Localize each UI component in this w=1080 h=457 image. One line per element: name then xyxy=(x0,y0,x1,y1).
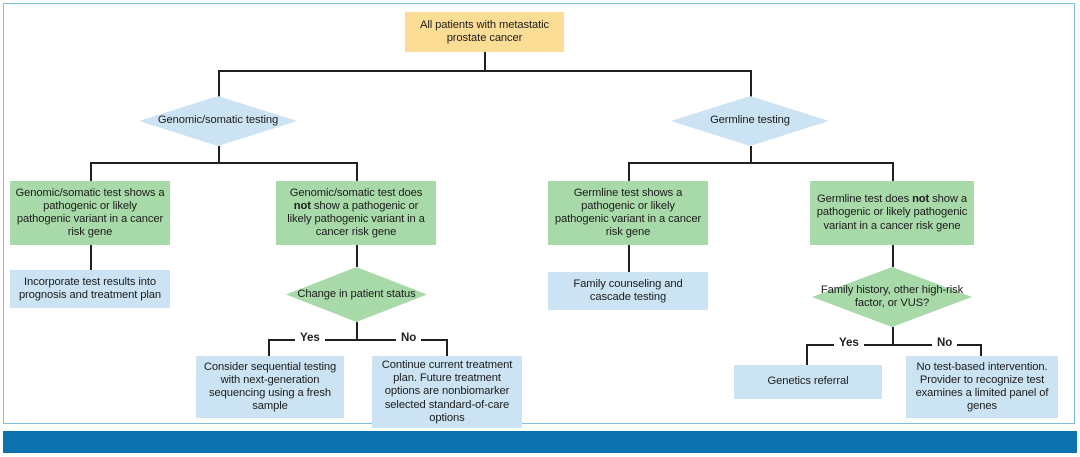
node-sequential-testing: Consider sequential testing with next-ge… xyxy=(196,356,344,418)
connector-change-status-stem xyxy=(356,322,358,340)
node-germline-negative: Germline test does not show a pathogenic… xyxy=(810,181,974,245)
connector-genomic-neg-to-decision xyxy=(356,245,358,267)
node-genomic-positive-label: Genomic/somatic test shows a pathogenic … xyxy=(15,187,165,240)
decision-genomic-somatic-testing: Genomic/somatic testing xyxy=(139,96,297,146)
node-genomic-negative: Genomic/somatic test does not show a pat… xyxy=(276,181,436,245)
node-genetics-referral-label: Genetics referral xyxy=(767,375,849,388)
node-root-label: All patients with metastatic prostate ca… xyxy=(419,18,550,44)
decision-germline-testing-label: Germline testing xyxy=(710,114,790,127)
node-continue-treatment: Continue current treatment plan. Future … xyxy=(372,356,522,428)
connector-germline-pos-drop xyxy=(628,162,630,181)
node-incorporate-test-results: Incorporate test results into prognosis … xyxy=(10,270,170,308)
connector-change-status-no-drop xyxy=(446,339,448,356)
node-no-intervention: No test-based intervention. Provider to … xyxy=(906,356,1058,418)
connector-family-history-yes-drop xyxy=(806,344,808,365)
node-family-counseling: Family counseling and cascade testing xyxy=(548,272,708,310)
node-family-counseling-label: Family counseling and cascade testing xyxy=(573,277,683,303)
decision-family-history-label: Family history, other high-risk factor, … xyxy=(820,283,964,309)
decision-germline-testing: Germline testing xyxy=(671,96,829,146)
decision-change-in-patient-status: Change in patient status xyxy=(286,267,427,322)
connector-genomic-pos-drop xyxy=(90,162,92,181)
text-segment: show a pathogenic or likely pathogenic v… xyxy=(816,193,968,232)
text-segment: Germline test does xyxy=(816,193,913,206)
decision-family-history: Family history, other high-risk factor, … xyxy=(812,267,972,327)
branch-label-no-right: No xyxy=(932,337,958,350)
connector-genomic-stem xyxy=(218,146,220,163)
connector-to-germline-branch xyxy=(750,70,752,103)
connector-germline-pos-to-action xyxy=(628,245,630,272)
node-sequential-testing-label: Consider sequential testing with next-ge… xyxy=(203,360,337,413)
connector-family-history-split xyxy=(806,344,982,346)
connector-change-status-split xyxy=(268,339,448,341)
text-segment-bold: not xyxy=(293,199,311,212)
branch-label-yes-left: Yes xyxy=(295,332,325,345)
node-genomic-positive: Genomic/somatic test shows a pathogenic … xyxy=(10,181,170,245)
connector-germline-neg-drop xyxy=(892,162,894,181)
connector-family-history-stem xyxy=(892,327,894,345)
node-germline-positive: Germline test shows a pathogenic or like… xyxy=(548,181,708,245)
node-incorporate-test-results-label: Incorporate test results into prognosis … xyxy=(18,275,162,301)
decision-genomic-somatic-testing-label: Genomic/somatic testing xyxy=(157,114,279,127)
connector-genomic-pos-to-action xyxy=(90,245,92,270)
connector-germline-neg-to-decision xyxy=(892,245,894,267)
text-segment: Genomic/somatic test does xyxy=(289,186,423,199)
connector-genomic-neg-drop xyxy=(356,162,358,181)
text-segment: Germline test shows a pathogenic or like… xyxy=(554,186,702,239)
footer-bar xyxy=(3,431,1077,453)
connector-family-history-no-drop xyxy=(980,344,982,356)
connector-genomic-split xyxy=(90,162,358,164)
page-border-frame xyxy=(3,3,1075,424)
text-segment: show a pathogenic or likely pathogenic v… xyxy=(287,199,425,239)
text-segment-bold: not xyxy=(912,193,930,206)
connector-root-stem xyxy=(484,52,486,71)
node-genetics-referral: Genetics referral xyxy=(734,365,882,399)
node-germline-negative-label: Germline test does not show a pathogenic… xyxy=(815,193,969,233)
node-no-intervention-label: No test-based intervention. Provider to … xyxy=(915,360,1049,413)
connector-level1-horizontal xyxy=(218,70,752,72)
node-continue-treatment-label: Continue current treatment plan. Future … xyxy=(381,358,513,424)
connector-germline-stem xyxy=(750,146,752,163)
node-genomic-negative-label: Genomic/somatic test does not show a pat… xyxy=(281,187,431,240)
node-root: All patients with metastatic prostate ca… xyxy=(405,12,564,52)
branch-label-yes-right: Yes xyxy=(834,337,864,350)
text-segment: Genomic/somatic test shows a pathogenic … xyxy=(15,186,165,239)
branch-label-no-left: No xyxy=(396,332,422,345)
connector-germline-split xyxy=(628,162,894,164)
connector-change-status-yes-drop xyxy=(268,339,270,356)
node-germline-positive-label: Germline test shows a pathogenic or like… xyxy=(553,187,703,240)
decision-change-in-patient-status-label: Change in patient status xyxy=(297,287,416,300)
connector-to-genomic-branch xyxy=(218,70,220,103)
